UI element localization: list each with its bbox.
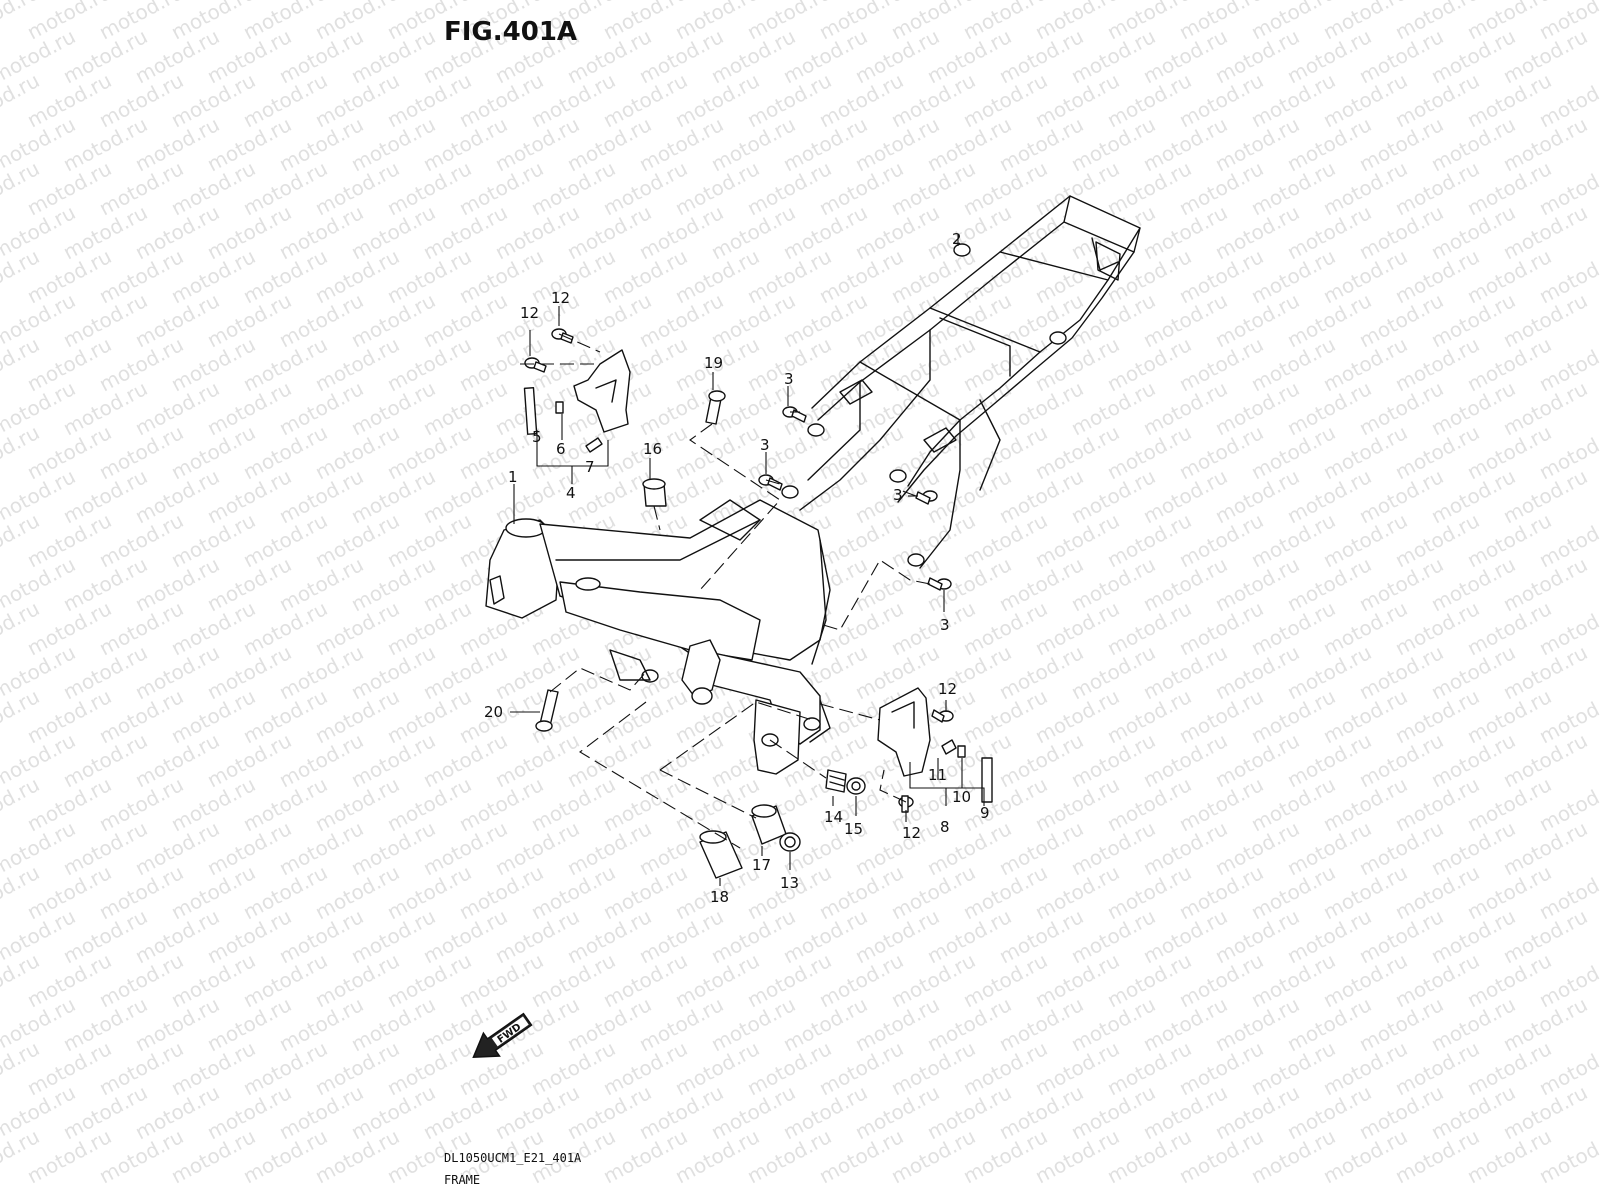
assembly-lines [520,333,931,849]
callout-12a: 12 [520,304,539,322]
callout-16: 16 [643,440,662,458]
collar-16 [642,478,667,507]
bolt-12-a [524,357,547,373]
callout-19: 19 [704,354,723,372]
callout-15: 15 [844,820,863,838]
callout-12b: 12 [551,289,570,307]
callout-3c: 3 [893,486,903,504]
callout-11: 11 [928,766,947,784]
bolt-12-d [898,795,914,813]
callout-9: 9 [980,804,990,822]
callout-14: 14 [824,808,843,826]
callout-3b: 3 [760,436,770,454]
callout-2: 2 [952,230,962,248]
bolt-12-c [931,709,954,723]
bolt-14 [825,769,847,793]
callout-12c: 12 [938,680,957,698]
section-name: FRAME [444,1173,480,1187]
bushing-17 [751,804,787,845]
figure-title: FIG.401A [444,17,577,47]
rear-subframe [781,195,1141,569]
callout-labels: 1 2 3 3 3 3 4 5 6 7 8 9 10 11 12 12 12 1… [484,230,990,906]
callout-4: 4 [566,484,576,502]
bolt-19 [705,390,726,425]
callout-3a: 3 [784,370,794,388]
callout-1: 1 [508,468,518,486]
left-bracket-cover [523,349,631,453]
callout-8: 8 [940,818,950,836]
callout-3d: 3 [940,616,950,634]
callout-20: 20 [484,703,503,721]
spacer-18 [699,830,743,879]
callout-6: 6 [556,440,566,458]
callout-18: 18 [710,888,729,906]
callout-12d: 12 [902,824,921,842]
callout-13: 13 [780,874,799,892]
bolt-3-d [927,577,952,591]
callout-7: 7 [585,458,595,476]
bolt-20 [535,689,559,732]
callout-5: 5 [532,428,542,446]
figure-code: DL1050UCM1_E21_401A [444,1151,582,1165]
nut-15 [846,777,866,795]
callout-10: 10 [952,788,971,806]
bolt-3-c [915,490,938,505]
callout-17: 17 [752,856,771,874]
main-frame [485,499,831,775]
leader-lines [510,234,985,886]
right-bracket-cover [877,687,993,803]
nut-13 [779,832,801,852]
